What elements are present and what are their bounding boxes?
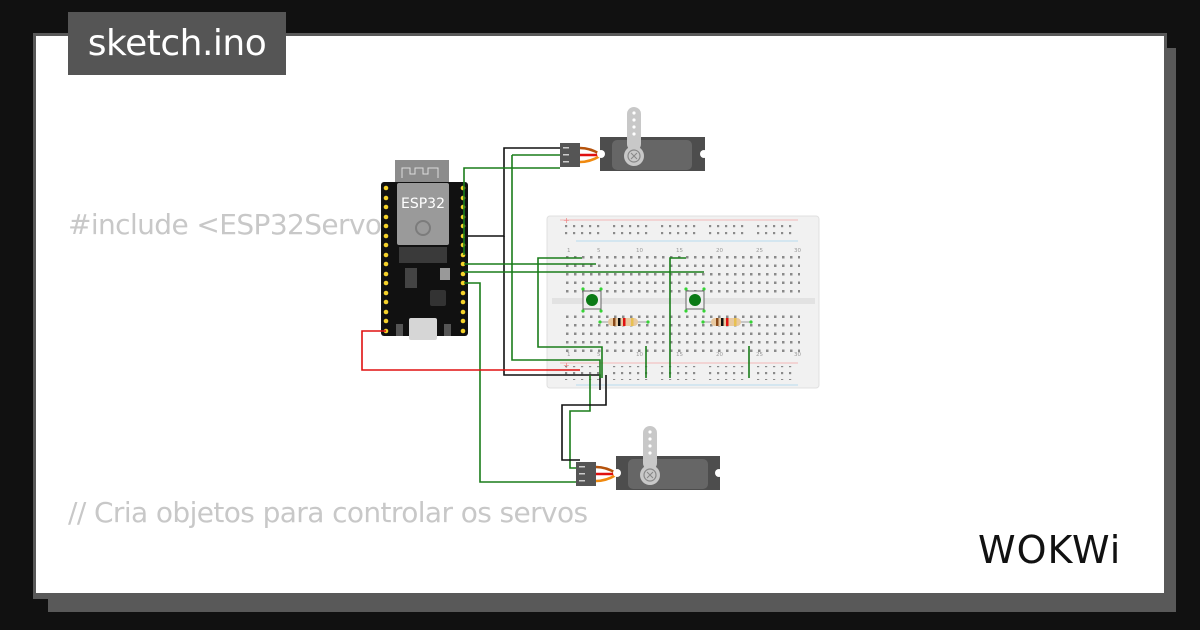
svg-text:1: 1 — [567, 352, 571, 358]
resistor-1 — [598, 318, 650, 326]
svg-text:+: + — [563, 216, 570, 225]
pushbutton-2[interactable] — [684, 287, 706, 313]
svg-text:5: 5 — [597, 248, 601, 254]
code-line: // Cria objetos para controlar os servos — [68, 496, 588, 529]
pushbutton-1[interactable] — [581, 287, 603, 313]
svg-text:15: 15 — [676, 248, 683, 254]
svg-text:30: 30 — [794, 352, 801, 358]
wokwi-logo: WOKWi — [978, 528, 1122, 572]
esp32-board[interactable]: ESP32 — [381, 160, 468, 340]
servo-2[interactable] — [576, 426, 723, 490]
svg-text:25: 25 — [756, 352, 763, 358]
svg-text:5: 5 — [597, 352, 601, 358]
svg-text:10: 10 — [636, 352, 643, 358]
code-listing: #include <ESP32Servo.h> // Cria objetos … — [68, 105, 805, 593]
svg-text:20: 20 — [716, 352, 723, 358]
svg-text:30: 30 — [794, 248, 801, 254]
svg-text:20: 20 — [716, 248, 723, 254]
servo-1[interactable] — [560, 107, 708, 171]
resistor-2 — [701, 318, 753, 326]
svg-text:1: 1 — [567, 248, 571, 254]
svg-text:+: + — [563, 361, 570, 370]
svg-text:10: 10 — [636, 248, 643, 254]
wires — [361, 147, 750, 483]
svg-text:15: 15 — [676, 352, 683, 358]
board-label: ESP32 — [401, 196, 445, 212]
card-content: #include <ESP32Servo.h> // Cria objetos … — [36, 36, 1164, 593]
svg-text:25: 25 — [756, 248, 763, 254]
filename-tab[interactable]: sketch.ino — [68, 12, 286, 75]
